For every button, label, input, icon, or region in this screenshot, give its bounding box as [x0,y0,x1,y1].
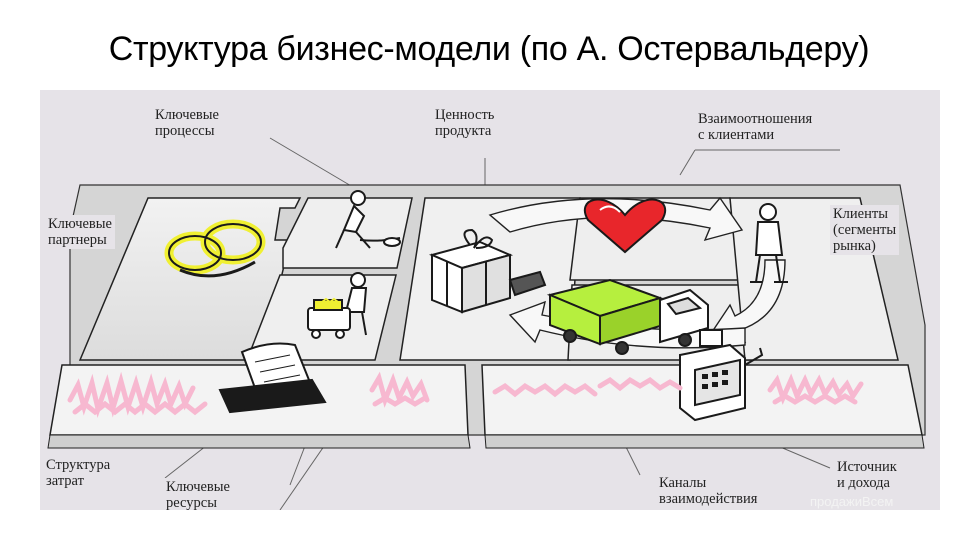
label-customer-relationships-text: Взаимоотношения с клиентами [698,111,813,143]
label-cost-structure: Структура затрат [43,456,114,490]
label-revenue-streams: Источник и дохода [834,458,900,492]
label-key-partners-text: Ключевые партнеры [48,216,112,248]
person-icon [750,203,788,283]
delivery-truck-icon [546,278,709,355]
document-icon [218,342,327,414]
label-channels-text: Каналы взаимодействия [659,475,758,507]
highlight-marks [321,297,339,304]
worker-icon [335,190,401,249]
cost-structure-edge [47,434,471,449]
worker-icon [307,272,368,339]
label-key-partners: Ключевые партнеры [45,215,115,249]
label-value-proposition: Ценность продукта [432,106,498,140]
canvas-drawing [47,137,926,510]
label-customer-segments-text: Клиенты (сегменты рынка) [833,206,897,254]
revenue-streams-edge [484,434,925,449]
label-key-resources-text: Ключевые ресурсы [166,479,230,510]
gift-box-icon [428,228,547,314]
heart-icon [583,198,667,254]
cycle-arrow-top [488,196,744,242]
cash-register-icon [679,329,764,422]
label-cost-structure-text: Структура затрат [46,457,111,489]
key-processes-panel [282,197,413,269]
label-key-resources: Ключевые ресурсы [163,478,233,510]
watermark: продажиВсем [810,494,894,509]
label-revenue-streams-text: Источник и дохода [837,459,897,491]
label-key-processes-text: Ключевые процессы [155,107,219,139]
business-model-canvas: Ключевые процессы Ценность продукта Взаи… [40,90,940,510]
label-key-processes: Ключевые процессы [152,106,222,140]
label-customer-relationships: Взаимоотношения с клиентами [695,110,816,144]
label-customer-segments: Клиенты (сегменты рынка) [830,205,900,255]
label-value-proposition-text: Ценность продукта [435,107,495,139]
label-channels: Каналы взаимодействия [656,474,761,508]
slide-title: Структура бизнес-модели (по А. Остерваль… [108,30,870,68]
revenue-scribbles [492,373,864,405]
rings-icon [164,219,266,278]
cost-scribbles [67,371,430,419]
